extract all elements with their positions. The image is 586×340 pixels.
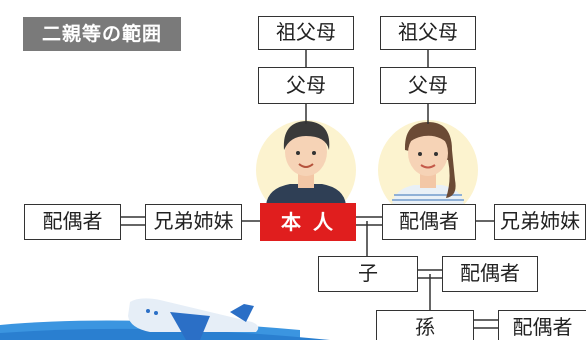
node-parents-spouse: 父母 xyxy=(380,67,476,104)
node-grandchild: 孫 xyxy=(376,310,474,340)
node-self: 本人 xyxy=(260,203,356,241)
node-grandparents-self: 祖父母 xyxy=(258,16,354,50)
node-child-spouse: 配偶者 xyxy=(442,256,538,292)
node-sibling-spouse-left: 配偶者 xyxy=(24,204,121,240)
airplane xyxy=(0,298,330,340)
diagram-title: 二親等の範囲 xyxy=(23,17,181,51)
node-child: 子 xyxy=(318,256,418,292)
woman-avatar xyxy=(392,122,464,205)
node-parents-self: 父母 xyxy=(258,67,354,104)
node-grandchild-spouse: 配偶者 xyxy=(498,310,586,340)
node-spouse: 配偶者 xyxy=(382,204,476,240)
connector-lines xyxy=(121,50,498,329)
man-avatar xyxy=(266,121,346,205)
node-siblings-self: 兄弟姉妹 xyxy=(145,204,242,240)
node-siblings-spouse: 兄弟姉妹 xyxy=(494,204,586,240)
node-grandparents-spouse: 祖父母 xyxy=(380,16,476,50)
